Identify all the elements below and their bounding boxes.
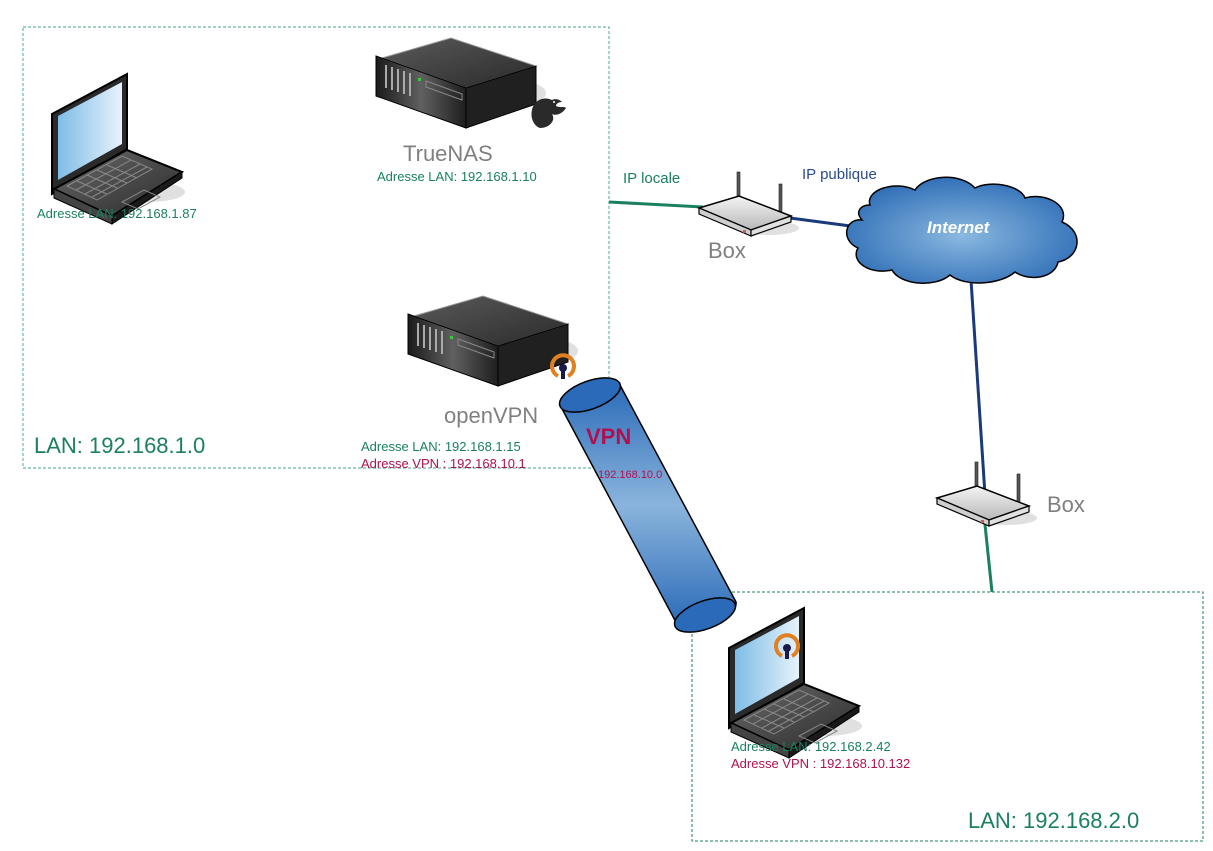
local-ip-label: IP locale bbox=[623, 170, 681, 187]
box2-name: Box bbox=[1047, 492, 1085, 517]
truenas-name: TrueNAS bbox=[403, 141, 493, 166]
server-icon bbox=[375, 37, 547, 129]
laptop-icon bbox=[728, 607, 863, 759]
box2-lan2-link bbox=[982, 514, 994, 593]
router-icon bbox=[698, 171, 800, 237]
lan2-boundary bbox=[691, 591, 1204, 842]
truenas-shark-icon bbox=[531, 98, 566, 128]
router-icon bbox=[936, 461, 1038, 527]
local-ip-link bbox=[608, 200, 704, 209]
internet-box2-link bbox=[969, 279, 987, 496]
lan2-label: LAN: 192.168.2.0 bbox=[968, 808, 1140, 833]
openvpn-lan-address: Adresse LAN: 192.168.1.15 bbox=[361, 439, 521, 454]
laptop1-lan-address: Adresse LAN: 192.168.1.87 bbox=[37, 206, 197, 221]
laptop2-vpn-address: Adresse VPN : 192.168.10.132 bbox=[731, 756, 911, 771]
vpn-network-label: 192.168.10.0 bbox=[598, 469, 663, 481]
public-ip-link bbox=[789, 216, 859, 229]
laptop-icon bbox=[51, 73, 186, 225]
vpn-tunnel bbox=[558, 377, 737, 633]
lan1-label: LAN: 192.168.1.0 bbox=[34, 433, 206, 458]
openvpn-name: openVPN bbox=[444, 403, 539, 428]
truenas-lan-address: Adresse LAN: 192.168.1.10 bbox=[377, 169, 537, 184]
internet-label: Internet bbox=[927, 218, 990, 237]
box1-name: Box bbox=[708, 238, 746, 263]
cloud-icon bbox=[846, 176, 1078, 284]
public-ip-label: IP publique bbox=[802, 166, 877, 183]
vpn-tunnel-label: VPN bbox=[586, 424, 632, 449]
openvpn-vpn-address: Adresse VPN : 192.168.10.1 bbox=[361, 456, 526, 471]
laptop2-lan-address: Adresse LAN: 192.168.2.42 bbox=[731, 739, 891, 754]
lan1-boundary bbox=[22, 26, 610, 469]
